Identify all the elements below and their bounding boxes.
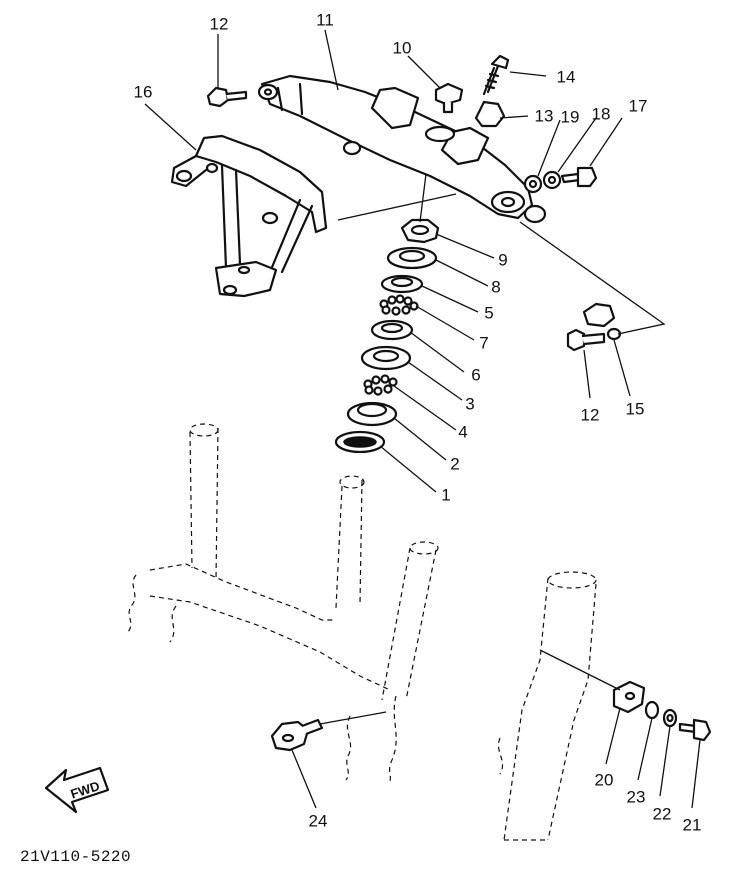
callout-6: 6	[471, 365, 481, 385]
callout-13: 13	[534, 106, 554, 126]
ball-bearing-part-7	[379, 294, 419, 316]
callout-19: 19	[560, 107, 580, 127]
bearing-race-part-5	[380, 274, 424, 294]
lower-bracket-steering-stem	[127, 423, 439, 785]
leader-lines	[144, 29, 701, 809]
headlight-bracket-part-16	[170, 134, 328, 298]
callout-18: 18	[591, 104, 611, 124]
callout-11: 11	[316, 10, 334, 30]
callout-23: 23	[626, 787, 646, 807]
bolt-part-12-lower	[566, 328, 606, 352]
dust-seal-part-8	[386, 246, 438, 270]
callout-15: 15	[625, 399, 645, 419]
callout-12-lower: 12	[580, 405, 600, 425]
callout-22: 22	[652, 804, 672, 824]
front-fork-tube	[497, 571, 597, 841]
callout-2: 2	[450, 454, 460, 474]
dust-seal-part-1	[334, 430, 386, 454]
bolt-part-10	[434, 82, 464, 114]
clamp-part-13	[474, 100, 506, 128]
callout-7: 7	[479, 333, 489, 353]
bolt-part-14	[482, 54, 510, 96]
washer-part-22	[662, 708, 678, 728]
upper-bracket-part-11	[257, 74, 547, 224]
cable-guide-part-24	[270, 718, 324, 752]
callout-1: 1	[441, 485, 451, 505]
bearing-race-part-2	[346, 401, 398, 427]
bolt-part-12-upper	[206, 86, 248, 108]
fwd-arrow: FWD	[44, 766, 110, 814]
ring-nut-part-9	[400, 218, 440, 244]
callout-8: 8	[491, 277, 501, 297]
callout-20: 20	[594, 770, 614, 790]
diagram-code: 21V110-5220	[20, 848, 132, 866]
callout-5: 5	[484, 303, 494, 323]
washer-part-19	[523, 174, 543, 194]
callout-3: 3	[465, 394, 475, 414]
callout-24: 24	[308, 811, 328, 831]
cable-guide-part-15	[582, 302, 622, 341]
bearing-race-part-6	[370, 319, 414, 341]
washer-part-18	[542, 170, 562, 190]
cable-holder-part-20	[612, 680, 646, 714]
callout-16: 16	[133, 82, 153, 102]
callout-9: 9	[498, 250, 508, 270]
callout-10: 10	[392, 38, 412, 58]
bolt-part-21	[678, 718, 712, 742]
callout-17: 17	[628, 96, 648, 116]
ball-bearing-part-4	[363, 374, 398, 396]
callout-14: 14	[556, 67, 576, 87]
bearing-race-part-3	[360, 345, 412, 371]
callout-12-upper: 12	[209, 14, 229, 34]
callout-21: 21	[682, 815, 702, 835]
washer-part-23	[644, 700, 660, 720]
callout-4: 4	[458, 422, 468, 442]
bolt-part-17	[560, 166, 598, 188]
